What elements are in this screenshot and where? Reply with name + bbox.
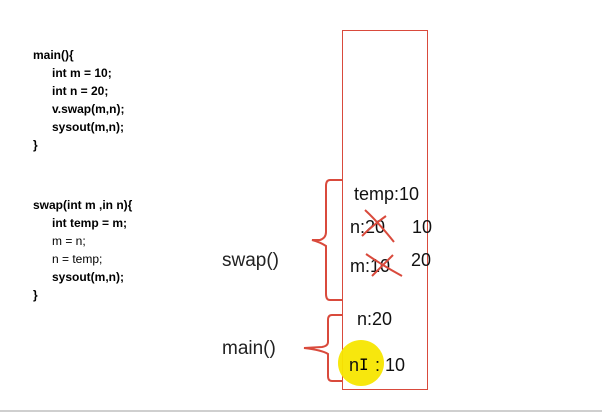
code-line: sysout(m,n); — [52, 120, 124, 134]
cursor-highlight — [338, 340, 384, 386]
main-frame-label: main() — [222, 338, 276, 359]
code-line: n = temp; — [52, 252, 103, 266]
code-line: sysout(m,n); — [52, 270, 124, 284]
code-line: int m = 10; — [52, 66, 112, 80]
code-line: m = n; — [52, 234, 86, 248]
swap-m-old-value: m:10 — [350, 256, 391, 276]
code-line: swap(int m ,in n){ — [33, 198, 133, 212]
code-line: v.swap(m,n); — [52, 102, 125, 116]
main-m-value: : 10 — [375, 355, 406, 375]
text-cursor-icon: I — [359, 355, 369, 374]
swap-n-new-value: 10 — [412, 217, 433, 237]
main-m-prefix: n — [349, 355, 360, 375]
swap-code-block: swap(int m ,in n){ int temp = m; m = n; … — [33, 196, 132, 304]
swap-temp-value: temp:10 — [354, 184, 420, 204]
main-brace — [303, 314, 342, 382]
swap-brace — [311, 179, 342, 301]
strike-mark — [371, 254, 394, 277]
code-line: main(){ — [33, 48, 74, 62]
code-line: } — [33, 138, 38, 152]
main-code-block: main(){ int m = 10; int n = 20; v.swap(m… — [33, 46, 124, 154]
main-n-value: n:20 — [357, 309, 393, 329]
swap-m-new-value: 20 — [411, 250, 432, 270]
code-line: int temp = m; — [52, 216, 128, 230]
strike-mark — [364, 209, 395, 243]
swap-frame-label: swap() — [222, 250, 280, 271]
bottom-divider — [0, 410, 602, 412]
strike-mark — [361, 215, 387, 237]
code-line: } — [33, 288, 38, 302]
stack-memory-box — [342, 30, 428, 390]
code-line: int n = 20; — [52, 84, 109, 98]
